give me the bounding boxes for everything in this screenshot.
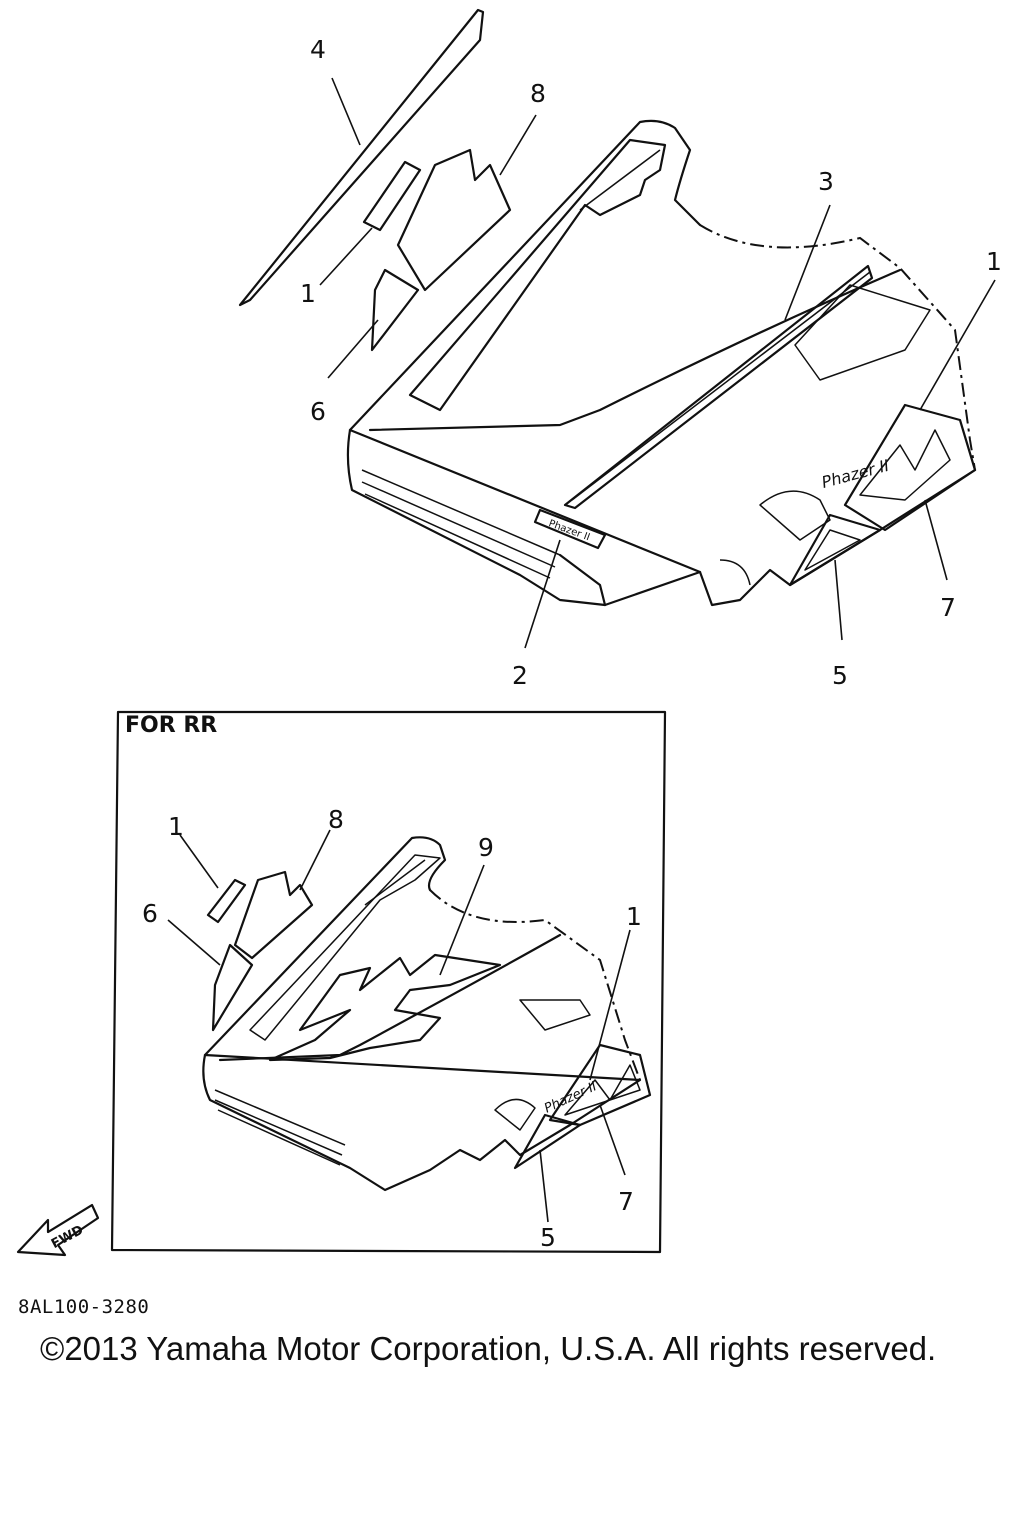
inset-for-rr: FOR RR Phazer II 1 8 9 — [110, 710, 667, 1254]
callout-1-left: 1 — [300, 279, 316, 308]
part-code: 8AL100-3280 — [18, 1296, 150, 1318]
callout-3: 3 — [818, 167, 834, 196]
main-hood-assembly: Phazer II Phazer II 4 8 3 1 1 6 2 5 7 — [238, 8, 1002, 690]
callout-5: 5 — [832, 661, 848, 690]
part-9-lightning-decal — [268, 953, 502, 1062]
inset-title: FOR RR — [125, 713, 217, 738]
part-1-small-decal — [362, 160, 422, 232]
callout-1-right: 1 — [986, 247, 1002, 276]
inset-callout-7: 7 — [618, 1187, 634, 1216]
part-6-decal — [370, 268, 420, 352]
part-8-decal — [396, 148, 512, 292]
inset-callout-8: 8 — [328, 805, 344, 834]
inset-callout-9: 9 — [478, 833, 494, 862]
inset-part-1 — [206, 878, 247, 924]
callout-2: 2 — [512, 661, 528, 690]
inset-part-6 — [211, 943, 254, 1032]
exploded-parts-diagram: Phazer II Phazer II 4 8 3 1 1 6 2 5 7 — [16, 8, 1002, 1257]
fwd-arrow-icon: FWD — [16, 1203, 100, 1257]
inset-callout-1-right: 1 — [626, 902, 642, 931]
inset-callout-5: 5 — [540, 1223, 556, 1252]
inset-part-8 — [233, 870, 314, 960]
part-4-strip — [238, 8, 485, 307]
callout-8: 8 — [530, 79, 546, 108]
inset-callout-1-left: 1 — [168, 812, 184, 841]
copyright-notice: ©2013 Yamaha Motor Corporation, U.S.A. A… — [40, 1330, 937, 1367]
inset-callout-6: 6 — [142, 899, 158, 928]
callout-7: 7 — [940, 593, 956, 622]
callout-6: 6 — [310, 397, 326, 426]
callout-4: 4 — [310, 35, 326, 64]
